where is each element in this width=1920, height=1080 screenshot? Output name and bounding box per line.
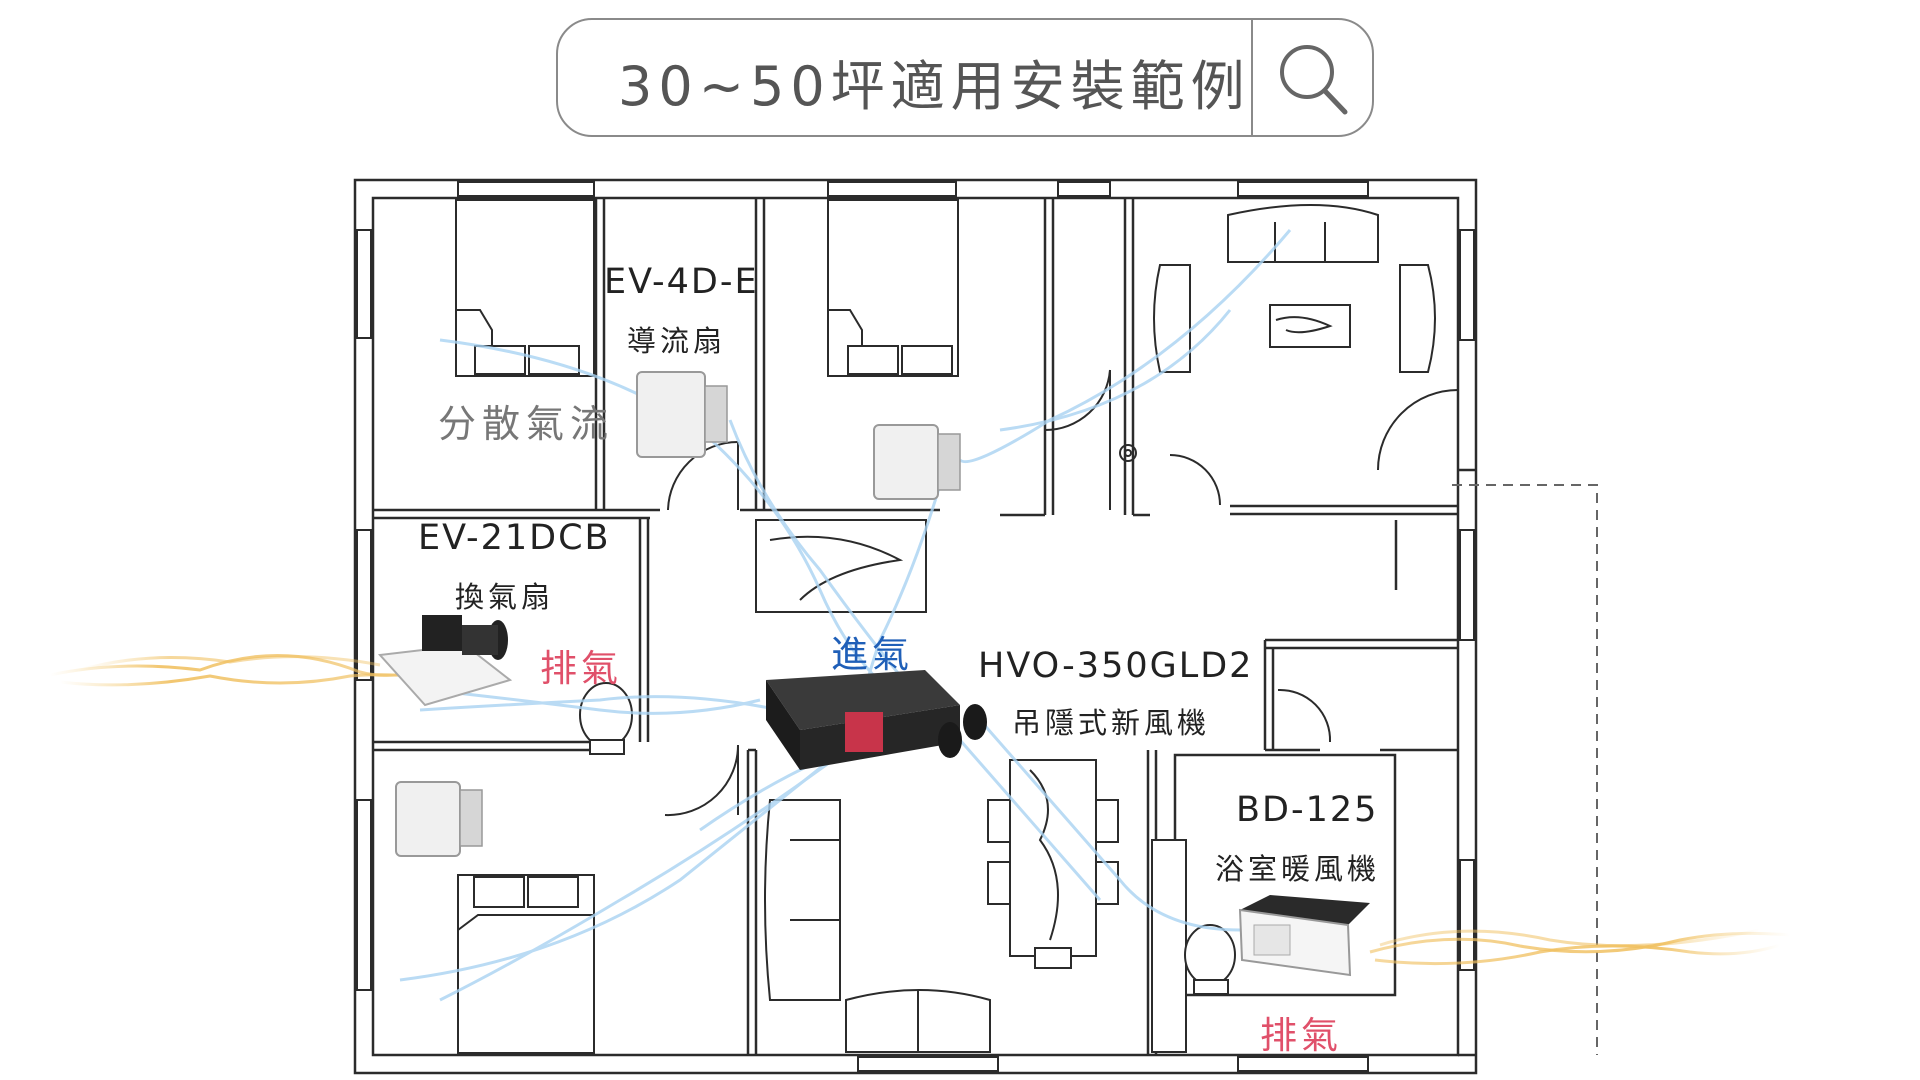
search-button[interactable]	[1253, 20, 1372, 135]
ev-21dcb-exhaust-fan-icon	[377, 615, 513, 707]
intake-label: 進氣	[831, 633, 913, 676]
ev-21dcb-model-label: EV-21DCB	[418, 518, 611, 558]
hvo-350gld2-name-label: 吊隱式新風機	[1012, 706, 1211, 740]
search-icon	[1280, 45, 1348, 115]
ev-4d-e-fan-icon	[636, 371, 728, 458]
exhaust-right-label: 排氣	[1260, 1014, 1342, 1057]
doors	[664, 369, 1459, 817]
bd-125-model-label: BD-125	[1236, 790, 1379, 830]
outer-wall-outer	[353, 178, 1478, 1075]
outer-wall-inner	[371, 196, 1460, 1057]
furniture	[579, 204, 1436, 1053]
ev-4d-e-name-label: 導流扇	[627, 324, 727, 358]
exhaust-streams	[49, 654, 1791, 966]
bd-125-name-label: 浴室暖風機	[1215, 852, 1381, 886]
bd-125-heater-icon	[1238, 895, 1370, 977]
duct-fan-mid-icon	[873, 424, 961, 500]
hvo-350gld2-unit-icon	[766, 670, 987, 770]
search-query-text: 30~50坪適用安裝範例	[618, 55, 1251, 118]
search-bar[interactable]: 30~50坪適用安裝範例	[556, 18, 1374, 137]
hvo-350gld2-model-label: HVO-350GLD2	[978, 646, 1254, 686]
ev-21dcb-name-label: 換氣扇	[455, 580, 555, 614]
ev-4d-e-model-label: EV-4D-E	[604, 262, 759, 302]
windows	[356, 181, 1475, 1072]
dispersed-airflow-label: 分散氣流	[438, 402, 615, 446]
annex-dashed-outline	[1452, 484, 1598, 1055]
search-divider	[1251, 20, 1253, 135]
duct-fan-lower-icon	[395, 781, 483, 857]
exhaust-left-label: 排氣	[540, 647, 622, 690]
